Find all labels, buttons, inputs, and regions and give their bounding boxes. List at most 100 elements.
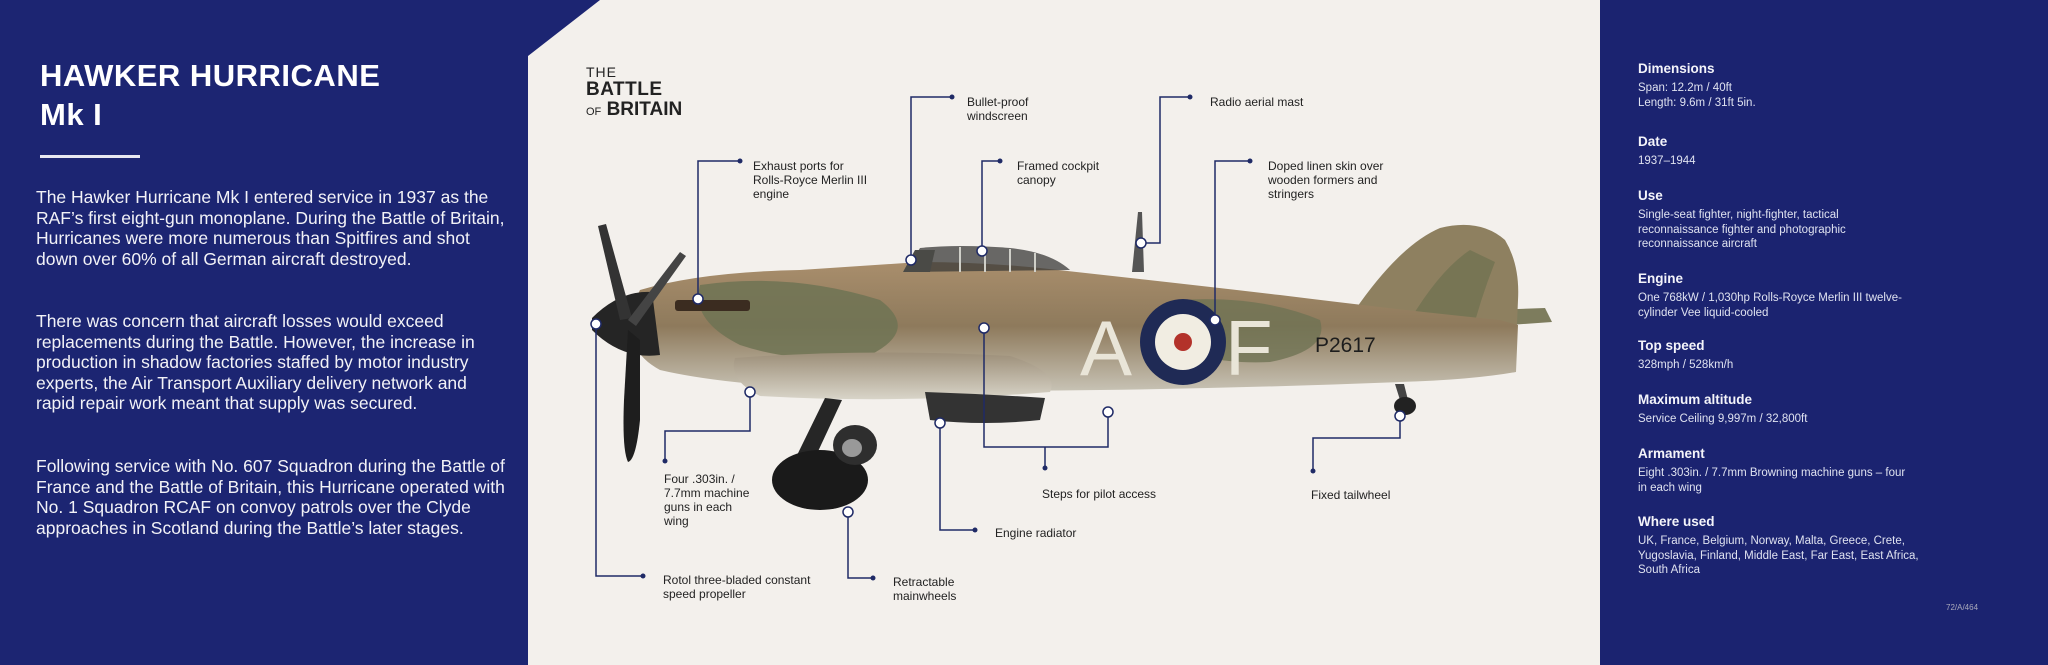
callout-line-propeller xyxy=(595,324,643,577)
callout-line-linen xyxy=(1214,160,1250,320)
spec-armament: Armament Eight .303in. / 7.7mm Browning … xyxy=(1638,446,1908,495)
callout-steps: Steps for pilot access xyxy=(1042,487,1157,501)
callout-dot-canopy xyxy=(976,245,988,257)
exhaust-ports xyxy=(675,300,750,311)
spec-heading: Dimensions xyxy=(1638,61,1715,76)
cockpit-canopy xyxy=(905,246,1070,272)
spec-value: UK, France, Belgium, Norway, Malta, Gree… xyxy=(1638,535,1919,576)
propeller-blade-top xyxy=(598,224,632,320)
callout-linen: Doped linen skin over wooden formers and… xyxy=(1268,159,1384,201)
battle-of-britain-logo: THE BATTLE OF BRITAIN xyxy=(586,64,682,122)
spec-heading: Engine xyxy=(1638,271,1684,286)
spec-value: Span: 12.2m / 40ft xyxy=(1638,82,1732,94)
spec-value: 328mph / 528km/h xyxy=(1638,359,1734,371)
callout-lines xyxy=(595,96,1401,579)
spec-value: Eight .303in. / 7.7mm Browning machine g… xyxy=(1638,467,1906,494)
callout-end-guns xyxy=(662,458,668,464)
canopy-frames xyxy=(959,247,1036,272)
callout-line-canopy xyxy=(981,160,1000,251)
callout-end-aerial xyxy=(1187,94,1193,100)
callout-line-tailwheel xyxy=(1312,416,1401,471)
callout-line-guns xyxy=(664,392,751,461)
wheel-hub xyxy=(842,439,862,457)
callout-end-tailwheel xyxy=(1310,468,1316,474)
callout-end-linen xyxy=(1247,158,1253,164)
callout-end-windscreen xyxy=(949,94,955,100)
spec-value: Length: 9.6m / 31ft 5in. xyxy=(1638,96,1756,109)
callout-end-propeller xyxy=(640,573,646,579)
engine-radiator xyxy=(925,392,1045,423)
callout-line-windscreen xyxy=(910,96,952,260)
serial-number: P2617 xyxy=(1315,334,1376,357)
spec-heading: Maximum altitude xyxy=(1638,392,1753,407)
spec-heading: Date xyxy=(1638,134,1668,149)
spec-value: One 768kW / 1,030hp Rolls-Royce Merlin I… xyxy=(1638,292,1902,319)
callout-dot-linen xyxy=(1209,314,1221,326)
logo-battle: BATTLE xyxy=(586,79,663,100)
spec-engine: Engine One 768kW / 1,030hp Rolls-Royce M… xyxy=(1638,271,1903,320)
logo-britain: BRITAIN xyxy=(606,99,683,120)
squadron-code-left: A xyxy=(1080,304,1132,392)
callout-dot-radiator xyxy=(934,417,946,429)
callout-windscreen: Bullet-proof windscreen xyxy=(967,95,1029,123)
callout-line-exhaust xyxy=(697,160,740,299)
callout-dots xyxy=(590,237,1406,518)
tailwheel-strut xyxy=(1395,384,1408,400)
spec-heading: Armament xyxy=(1638,446,1705,461)
spec-use: Use Single-seat fighter, night-fighter, … xyxy=(1638,188,1898,252)
spec-heading: Top speed xyxy=(1638,338,1705,353)
spec-value: 1937–1944 xyxy=(1638,155,1696,167)
propeller-blade-right xyxy=(628,252,686,326)
callout-end-exhaust xyxy=(737,158,743,164)
intro-panel: HAWKER HURRICANE Mk I The Hawker Hurrica… xyxy=(0,0,560,665)
callout-line-mainwheels xyxy=(847,512,873,579)
spec-where-used: Where used UK, France, Belgium, Norway, … xyxy=(1638,514,1933,578)
spec-heading: Use xyxy=(1638,188,1663,203)
callout-line-aerial xyxy=(1141,96,1190,244)
title-line-2: Mk I xyxy=(40,97,103,132)
callout-dot-propeller xyxy=(590,318,602,330)
title-divider xyxy=(40,155,140,158)
callout-dot-steps-a xyxy=(978,322,990,334)
spec-value: Single-seat fighter, night-fighter, tact… xyxy=(1638,209,1846,250)
callout-radiator: Engine radiator xyxy=(995,526,1077,540)
spec-dimensions: Dimensions Span: 12.2m / 40ft Length: 9.… xyxy=(1638,61,1938,110)
callout-dot-steps-b xyxy=(1102,406,1114,418)
callout-exhaust: Exhaust ports for Rolls-Royce Merlin III… xyxy=(753,159,868,201)
callout-line-radiator xyxy=(939,423,975,531)
callout-dot-guns xyxy=(744,386,756,398)
logo-of: OF xyxy=(586,106,602,118)
callout-end-mainwheels xyxy=(870,575,876,581)
callout-aerial: Radio aerial mast xyxy=(1210,95,1304,109)
callout-end-steps xyxy=(1042,465,1048,471)
panel-code: 72/A/464 xyxy=(1946,603,1979,612)
callout-dot-aerial xyxy=(1135,237,1147,249)
callout-tailwheel: Fixed tailwheel xyxy=(1311,488,1391,502)
logo-the: THE xyxy=(586,64,617,80)
roundel-red xyxy=(1174,333,1192,351)
specifications-panel xyxy=(1600,0,2048,665)
camo-patch-1 xyxy=(698,280,898,359)
main-wheel xyxy=(772,450,868,510)
wing xyxy=(733,352,1052,400)
title-line-1: HAWKER HURRICANE xyxy=(40,58,381,93)
callout-dot-mainwheels xyxy=(842,506,854,518)
hurricane-aircraft: A F P2617 xyxy=(592,212,1552,510)
spec-maximum-altitude: Maximum altitude Service Ceiling 9,997m … xyxy=(1638,392,1938,427)
callout-propeller: Rotol three-bladed constant speed propel… xyxy=(663,573,811,601)
windscreen xyxy=(903,250,935,272)
spec-heading: Where used xyxy=(1638,514,1715,529)
callout-mainwheels: Retractable mainwheels xyxy=(893,575,957,603)
callout-dot-windscreen xyxy=(905,254,917,266)
spec-top-speed: Top speed 328mph / 528km/h xyxy=(1638,338,1938,373)
squadron-code-right: F xyxy=(1225,304,1273,392)
callout-end-canopy xyxy=(997,158,1003,164)
callout-end-dots xyxy=(640,94,1316,581)
intro-paragraph-3: Following service with No. 607 Squadron … xyxy=(36,456,505,538)
spec-date: Date 1937–1944 xyxy=(1638,134,1938,169)
callout-dot-exhaust xyxy=(692,293,704,305)
propeller-blade-bottom xyxy=(623,330,640,462)
page-title: HAWKER HURRICANE Mk I xyxy=(40,56,380,134)
callout-dot-tailwheel xyxy=(1394,410,1406,422)
